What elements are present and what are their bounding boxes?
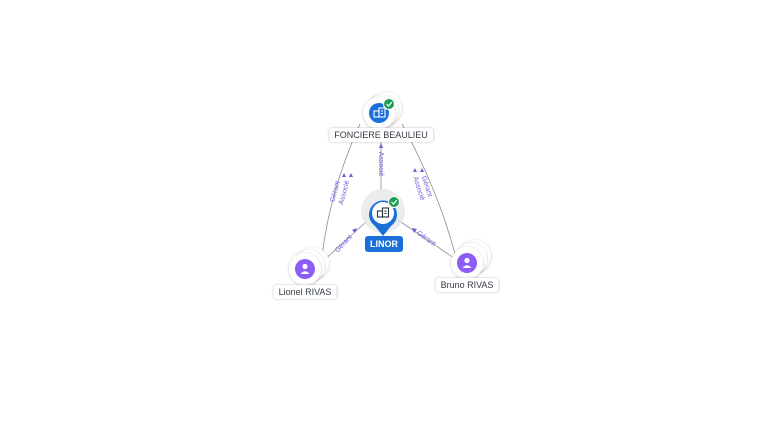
verified-check-icon <box>388 196 400 208</box>
verified-check-icon <box>383 98 395 110</box>
person-icon <box>462 257 472 268</box>
node-fonciere-beaulieu[interactable] <box>363 92 402 129</box>
building-icon <box>373 107 386 118</box>
node-bruno-rivas[interactable] <box>451 240 491 279</box>
edge-label-gerant: Gérant <box>334 234 354 254</box>
building-icon <box>376 207 390 218</box>
node-label-linor[interactable]: LINOR <box>365 236 403 252</box>
node-label-fonciere-beaulieu[interactable]: FONCIERE BEAULIEU <box>329 128 433 142</box>
edge-lionel-fonciere[interactable]: Gérant Associé <box>321 123 361 257</box>
node-label-lionel-rivas[interactable]: Lionel RIVAS <box>273 285 337 299</box>
edge-lionel-linor[interactable]: Gérant <box>321 221 367 263</box>
edge-label-associe: Associé <box>377 152 384 177</box>
edge-bruno-linor[interactable]: Gérant <box>397 219 455 259</box>
node-lionel-rivas[interactable] <box>289 247 329 285</box>
node-label-bruno-rivas[interactable]: Bruno RIVAS <box>435 278 499 292</box>
person-icon <box>300 263 310 274</box>
node-linor[interactable] <box>361 189 405 236</box>
edge-bruno-fonciere[interactable]: Gérant Associé <box>401 123 456 255</box>
edge-label-gerant: Gérant <box>415 230 437 248</box>
